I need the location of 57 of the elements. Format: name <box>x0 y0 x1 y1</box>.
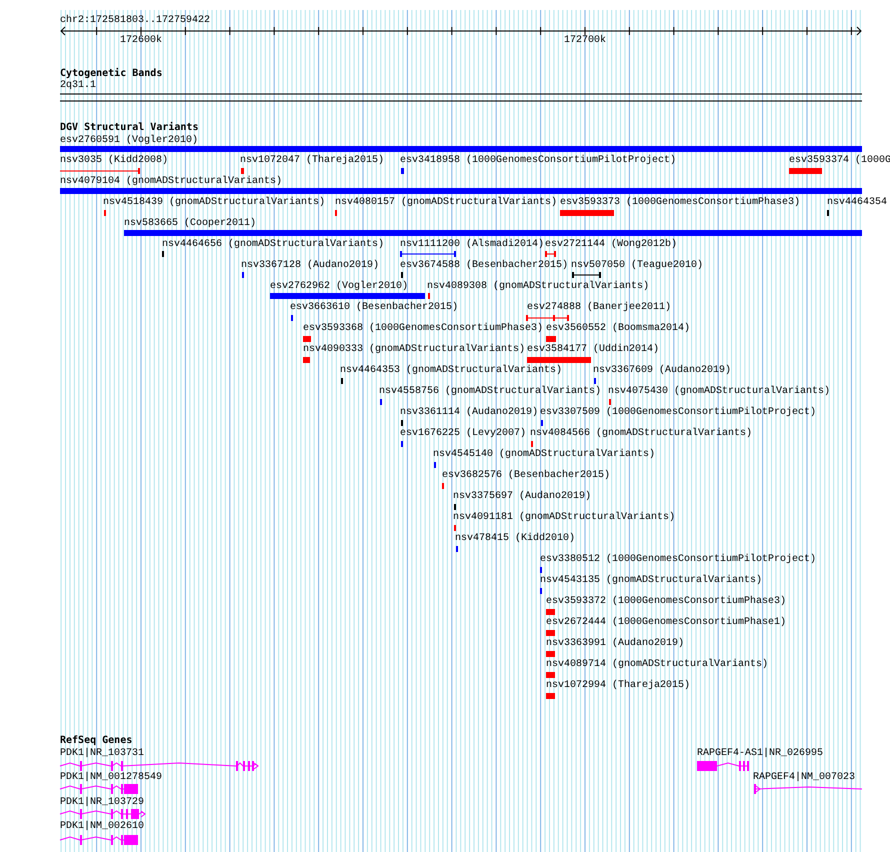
variant-label: esv2721144 (Wong2012b) <box>545 239 678 251</box>
track-title: DGV Structural Variants <box>60 122 198 134</box>
gene-label: RAPGEF4-AS1|NR_026995 <box>697 748 824 760</box>
gene-label: PDK1|NR_103731 <box>60 748 144 760</box>
variant-label: nsv3035 (Kidd2008) <box>60 155 168 167</box>
axis-tick-label: 172700k <box>564 35 606 47</box>
variant-label: esv2762962 (Vogler2010) <box>270 281 408 293</box>
variant-label: esv3418958 (1000GenomesConsortiumPilotProject) <box>400 155 676 167</box>
variant-label: nsv507050 (Teague2010) <box>571 260 704 272</box>
gene-label: PDK1|NM_002610 <box>60 821 144 833</box>
variant-label: nsv3367609 (Audano2019) <box>593 365 732 377</box>
variant-label: esv1676225 (Levy2007) <box>400 428 526 440</box>
variant-label: esv3593372 (1000GenomesConsortiumPhase3) <box>546 596 786 608</box>
variant-label: nsv478415 (Kidd2010) <box>455 533 576 545</box>
coordinate-range: chr2:172581803..172759422 <box>60 15 210 27</box>
variant-label: esv3307509 (1000GenomesConsortiumPilotProject) <box>540 407 816 419</box>
variant-label: nsv4464656 (gnomADStructuralVariants) <box>162 239 384 251</box>
variant-label: esv3584177 (Uddin2014) <box>527 344 660 356</box>
variant-label: nsv4084566 (gnomADStructuralVariants) <box>530 428 752 440</box>
variant-label: nsv4079104 (gnomADStructuralVariants) <box>60 176 282 188</box>
gene-label: PDK1|NR_103729 <box>60 797 144 809</box>
track-title: RefSeq Genes <box>60 735 132 747</box>
variant-label: nsv4091181 (gnomADStructuralVariants) <box>453 512 676 524</box>
band-label: 2q31.1 <box>60 80 96 92</box>
axis-tick-label: 172600k <box>120 35 162 47</box>
variant-label: nsv4464354 <box>827 197 888 209</box>
variant-label: nsv3363991 (Audano2019) <box>546 638 684 650</box>
variant-label: nsv3375697 (Audano2019) <box>453 491 592 503</box>
gene-label: RAPGEF4|NM_007023 <box>753 772 856 784</box>
variant-label: nsv4464353 (gnomADStructuralVariants) <box>340 365 562 377</box>
variant-label: nsv4518439 (gnomADStructuralVariants) <box>103 197 326 209</box>
variant-label: nsv583665 (Cooper2011) <box>124 218 256 230</box>
variant-label: nsv3367128 (Audano2019) <box>241 260 380 272</box>
variant-label: esv3560552 (Boomsma2014) <box>546 323 690 335</box>
variant-label: nsv4545140 (gnomADStructuralVariants) <box>433 449 656 461</box>
variant-label: esv3593368 (1000GenomesConsortiumPhase3) <box>303 323 544 335</box>
track-title: Cytogenetic Bands <box>60 68 162 80</box>
gene-label: PDK1|NM_001278549 <box>60 772 162 784</box>
variant-label: esv3593373 (1000GenomesConsortiumPhase3) <box>560 197 800 209</box>
variant-label: nsv1072994 (Thareja2015) <box>546 680 690 692</box>
variant-label: esv3682576 (Besenbacher2015) <box>442 470 610 482</box>
variant-label: esv274888 (Banerjee2011) <box>527 302 672 314</box>
variant-label: esv3380512 (1000GenomesConsortiumPilotProject) <box>540 554 816 566</box>
variant-label: nsv1111200 (Alsmadi2014) <box>400 239 544 251</box>
variant-label: nsv4080157 (gnomADStructuralVariants) <box>335 197 558 209</box>
variant-label: nsv1072047 (Thareja2015) <box>240 155 384 167</box>
variant-label: nsv4543135 (gnomADStructuralVariants) <box>540 575 762 587</box>
variant-label: esv2760591 (Vogler2010) <box>60 135 198 147</box>
variant-label: nsv4090333 (gnomADStructuralVariants) <box>303 344 526 356</box>
variant-label: nsv4089714 (gnomADStructuralVariants) <box>546 659 768 671</box>
variant-label: nsv3361114 (Audano2019) <box>400 407 538 419</box>
variant-label: nsv4089308 (gnomADStructuralVariants) <box>427 281 650 293</box>
variant-label: esv3663610 (Besenbacher2015) <box>290 302 458 314</box>
variant-label: esv3674588 (Besenbacher2015) <box>400 260 568 272</box>
variant-label: nsv4558756 (gnomADStructuralVariants) <box>379 386 602 398</box>
variant-label: nsv4075430 (gnomADStructuralVariants) <box>608 386 830 398</box>
variant-label: esv2672444 (1000GenomesConsortiumPhase1) <box>546 617 786 629</box>
